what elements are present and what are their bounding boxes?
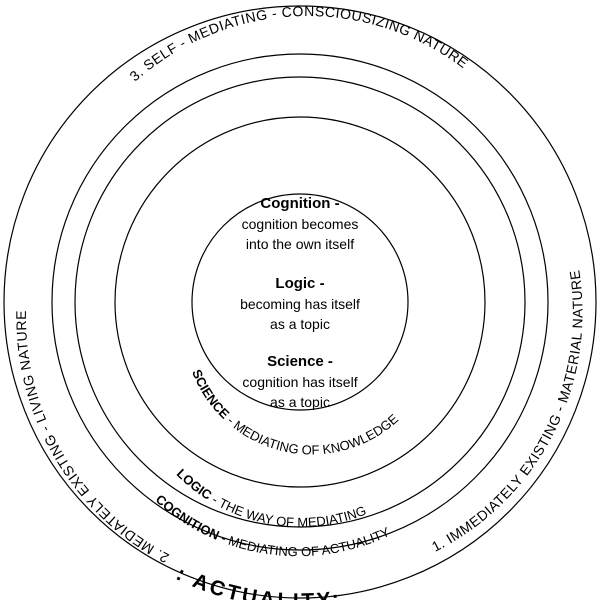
science-ring-rest: - MEDIATING OF KNOWLEDGE: [222, 411, 402, 458]
logic-ring-rest: - THE WAY OF MEDIATING: [206, 490, 368, 530]
cognition-line-1: cognition becomes: [241, 216, 359, 232]
inner-circle: [191, 193, 409, 411]
cognition-definition: Cognition - cognition becomes into the o…: [200, 194, 400, 254]
science-definition: Science - cognition has itself as a topi…: [200, 352, 400, 412]
cognition-line-2: into the own itself: [245, 236, 355, 252]
cognition-title: Cognition -: [260, 195, 340, 212]
logic-definition: Logic - becoming has itself as a topic: [200, 274, 400, 334]
science-line-2: as a topic: [270, 394, 330, 410]
ring-circle-2: [74, 76, 526, 528]
outer-circle: [3, 5, 597, 599]
outer-top-label: 3. SELF - MEDIATING - CONSCIOUSIZING NAT…: [126, 3, 471, 84]
outer-right-label: 1. IMMEDIATELY EXISTING - MATERIAL NATUR…: [429, 269, 586, 555]
logic-line-2: as a topic: [270, 316, 330, 332]
logic-title: Logic -: [275, 275, 325, 292]
ring-circle-3: [51, 53, 549, 551]
logic-line-1: becoming has itself: [240, 296, 360, 312]
science-line-1: cognition has itself: [242, 374, 358, 390]
science-title: Science -: [267, 353, 333, 370]
ring-circle-1: [114, 116, 486, 488]
logic-ring-head: LOGIC: [174, 466, 215, 503]
actuality-label: : ACTUALITY:: [173, 562, 344, 600]
